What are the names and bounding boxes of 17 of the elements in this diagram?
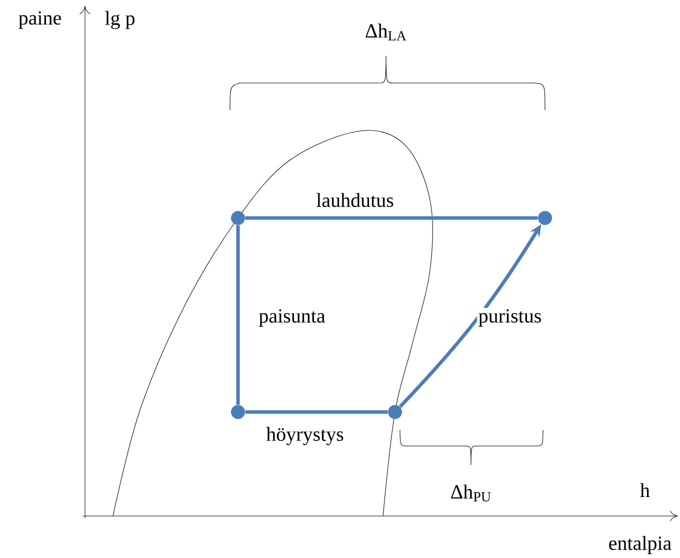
axis-label: paine <box>18 11 61 29</box>
state-point <box>388 405 402 419</box>
state-point <box>538 211 552 225</box>
brace-label: Δh$_{PU}$ <box>451 484 491 502</box>
edge-label: paisunta <box>257 308 327 328</box>
brace-label: Δh$_{LA}$ <box>366 24 406 40</box>
state-point <box>231 405 245 419</box>
process-line <box>245 216 538 220</box>
edge-label: höyrystys <box>264 426 346 446</box>
axis-label: h <box>640 483 650 497</box>
state-point <box>231 211 245 225</box>
process-line <box>236 225 240 405</box>
axis-label: entalpia <box>609 536 672 554</box>
axis-label: lg p <box>105 10 134 30</box>
edge-label: puristus <box>477 308 543 328</box>
process-line <box>245 410 388 414</box>
edge-label: lauhdutus <box>314 192 396 208</box>
